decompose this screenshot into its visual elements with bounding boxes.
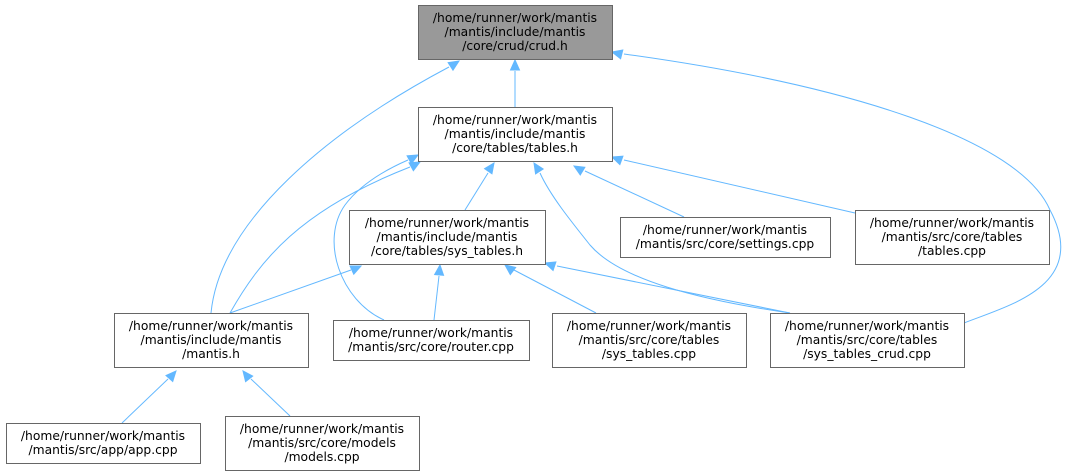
node-label-line: /mantis.h [182,347,240,361]
nodes-layer: /home/runner/work/mantis/mantis/include/… [6,5,1050,471]
node-box [855,210,1050,265]
node-label-line: /home/runner/work/mantis [21,429,185,443]
node-box [225,416,420,471]
node-box [6,423,201,464]
node-sys-tables-h[interactable]: /home/runner/work/mantis/mantis/include/… [349,210,546,265]
edge-sys_tables_crud_cpp-to-crud_h [610,49,1062,324]
node-label-line: /mantis/src/core/router.cpp [348,340,514,354]
node-label-line: /mantis/src/core/tables [797,333,938,347]
edge-arrowhead [509,58,521,71]
node-app-cpp[interactable]: /home/runner/work/mantis/mantis/src/app/… [6,423,201,464]
node-label-line: /home/runner/work/mantis [433,11,597,25]
node-label-line: /mantis/src/core/models [248,436,396,450]
node-label-line: /sys_tables.cpp [602,347,696,361]
edge-arrowhead [504,264,517,276]
edge-tables_cpp-to-tables_h [610,155,856,214]
edge-sys_tables_crud_cpp-to-tables_h [533,161,791,314]
edge-line [121,378,169,424]
edge-line [229,269,352,314]
edge-router_cpp-to-tables_h [333,154,420,321]
edge-arrowhead [610,49,624,60]
edge-arrowhead [349,265,363,276]
node-sys-tables-cpp[interactable]: /home/runner/work/mantis/mantis/src/core… [552,313,747,368]
edge-mantis_h-to-tables_h [229,161,422,314]
node-tables-cpp[interactable]: /home/runner/work/mantis/mantis/src/core… [855,210,1050,265]
node-box [333,320,530,361]
edge-line [556,265,791,314]
edge-router_cpp-to-sys_tables_h [433,263,445,321]
node-label-line: /mantis/src/app/app.cpp [28,443,177,457]
node-label-line: /home/runner/work/mantis [433,113,597,127]
node-label-line: /models.cpp [284,450,359,464]
node-label-line: /home/runner/work/mantis [870,216,1034,230]
node-settings-cpp[interactable]: /home/runner/work/mantis/mantis/src/core… [620,217,831,258]
node-tables-h[interactable]: /home/runner/work/mantis/mantis/include/… [418,107,613,162]
edge-arrowhead [165,370,177,383]
node-label-line: /mantis/include/mantis [141,333,282,347]
node-label-line: /home/runner/work/mantis [240,422,404,436]
edge-mantis_h-to-crud_h [210,60,461,314]
node-label-line: /home/runner/work/mantis [785,319,949,333]
edge-arrowhead [610,155,624,166]
edge-arrowhead [406,154,420,165]
edge-line [584,170,685,218]
edge-arrowhead [242,370,254,383]
edge-settings_cpp-to-tables_h [572,165,685,218]
edge-mantis_h-to-sys_tables_h [229,265,363,314]
node-mantis-h[interactable]: /home/runner/work/mantis/mantis/include/… [114,313,309,368]
edge-line [623,159,856,214]
node-crud-h[interactable]: /home/runner/work/mantis/mantis/include/… [418,5,613,60]
edge-arrowhead [408,161,422,172]
edge-line [333,159,409,321]
node-label-line: /core/crud/crud.h [462,39,568,53]
edge-line [623,53,1062,324]
node-label-line: /home/runner/work/mantis [365,216,529,230]
edge-app_cpp-to-mantis_h [121,370,177,424]
node-router-cpp[interactable]: /home/runner/work/mantis/mantis/src/core… [333,320,530,361]
node-models-cpp[interactable]: /home/runner/work/mantis/mantis/src/core… [225,416,420,471]
edge-sys_tables_h-to-tables_h [464,162,495,211]
node-label-line: /mantis/include/mantis [445,25,586,39]
node-box [418,107,613,162]
edge-line [433,275,440,321]
edge-line [229,166,411,314]
edge-arrowhead [543,261,557,272]
node-box [552,313,747,368]
edge-line [539,172,791,314]
node-label-line: /mantis/include/mantis [377,230,518,244]
node-label-line: /mantis/include/mantis [445,127,586,141]
node-label-line: /mantis/src/core/tables [882,230,1023,244]
edge-tables_h-to-crud_h [509,58,521,107]
node-label-line: /core/tables/tables.h [452,141,578,155]
edge-arrowhead [433,263,445,276]
edge-arrowhead [447,60,461,72]
node-box [620,217,831,258]
node-label-line: /sys_tables_crud.cpp [803,347,931,361]
edge-sys_tables_cpp-to-sys_tables_h [504,264,597,314]
edges-layer [121,49,1062,424]
node-label-line: /home/runner/work/mantis [129,319,293,333]
node-label-line: /home/runner/work/mantis [349,326,513,340]
node-box [770,313,965,368]
node-box [349,210,546,265]
node-label-line: /core/tables/sys_tables.h [371,244,523,258]
edge-line [250,378,291,417]
edge-line [464,172,489,211]
node-box [114,313,309,368]
node-label-line: /home/runner/work/mantis [567,319,731,333]
edge-arrowhead [483,162,495,175]
node-label-line: /tables.cpp [918,244,986,258]
node-label-line: /mantis/src/core/tables [579,333,720,347]
edge-line [210,66,450,314]
node-label-line: /home/runner/work/mantis [643,223,807,237]
edge-arrowhead [533,161,545,175]
edge-line [513,269,597,314]
node-label-line: /mantis/src/core/settings.cpp [636,237,815,251]
node-box [418,5,613,60]
edge-arrowhead [572,165,586,176]
edge-models_cpp-to-mantis_h [242,370,291,417]
node-sys-tables-crud-cpp[interactable]: /home/runner/work/mantis/mantis/src/core… [770,313,965,368]
edge-sys_tables_crud_cpp-to-sys_tables_h [543,261,791,314]
